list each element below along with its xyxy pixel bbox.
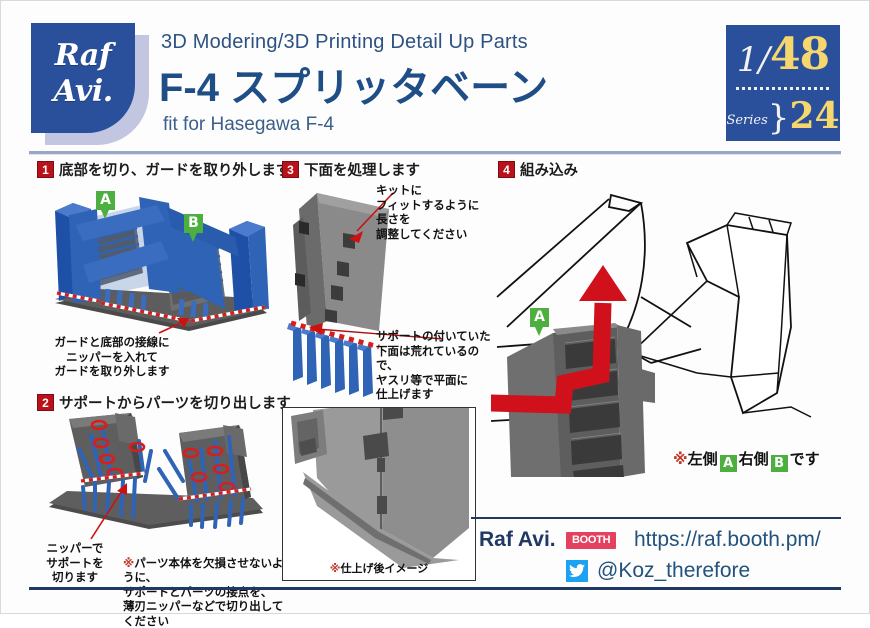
scale-divider bbox=[736, 87, 830, 90]
footer-divider-top bbox=[471, 517, 841, 519]
logo-line-2: Avi. bbox=[53, 74, 113, 109]
finished-image-inset: ※仕上げ後イメージ bbox=[282, 407, 476, 581]
step-2-note: ※パーツ本体を欠損させないように、 サポートとパーツの接点を、 薄刃ニッパーなど… bbox=[123, 541, 291, 628]
step-1-arrow bbox=[158, 318, 189, 334]
series-row: Series}24 bbox=[726, 95, 840, 139]
step-3-render bbox=[287, 192, 443, 397]
step-3-bottom-arrow bbox=[309, 323, 443, 340]
marker-b-step1: B bbox=[184, 214, 203, 242]
page-title: F-4 スプリッタベーン bbox=[159, 66, 549, 110]
inset-caption-text: 仕上げ後イメージ bbox=[340, 562, 429, 575]
step-3-top-arrow bbox=[349, 192, 394, 243]
footer-twitter-handle[interactable]: @Koz_therefore bbox=[597, 559, 751, 582]
step-1-figure bbox=[39, 181, 274, 336]
scale-slash: / bbox=[758, 40, 770, 80]
booth-badge[interactable]: BOOTH bbox=[566, 532, 617, 549]
step-4-number: 4 bbox=[498, 161, 515, 178]
step-3-callout-bottom: サポートの付いていた 下面は荒れているので、 ヤスリ等で平面に 仕上げます bbox=[376, 329, 491, 401]
step-4-note-star: ※ bbox=[673, 449, 688, 468]
step-4-heading: 4 組み込み bbox=[498, 159, 578, 180]
inset-caption-star: ※ bbox=[329, 562, 341, 575]
step-1-title: 底部を切り、ガードを取り外します bbox=[59, 163, 291, 179]
step-4-title: 組み込み bbox=[520, 163, 578, 179]
step-1-render bbox=[55, 197, 269, 334]
step-2-caption: ニッパーで サポートを 切ります bbox=[46, 541, 104, 584]
step-3-number: 3 bbox=[282, 161, 299, 178]
booth-badge-label: BOOTH bbox=[572, 534, 611, 546]
footer-divider-bottom bbox=[29, 587, 841, 590]
chip-b: B bbox=[770, 454, 788, 472]
twitter-bird-glyph bbox=[569, 564, 585, 577]
step-3-heading: 3 下面を処理します bbox=[282, 159, 420, 180]
step-2-figure bbox=[39, 411, 277, 541]
step-1-heading: 1 底部を切り、ガードを取り外します bbox=[37, 159, 290, 180]
step-2-heading: 2 サポートからパーツを切り出します bbox=[37, 392, 291, 413]
series-number: 24 bbox=[789, 95, 840, 137]
scale-numerator: 1 bbox=[736, 40, 759, 80]
footer-url[interactable]: https://raf.booth.pm/ bbox=[634, 528, 821, 551]
series-brace: } bbox=[767, 98, 790, 138]
step-1-caption: ガードと底部の接線に ニッパーを入れて ガードを取り外します bbox=[54, 335, 170, 378]
finished-render bbox=[283, 408, 475, 580]
footer-brand: Raf Avi. bbox=[479, 528, 556, 551]
step-4-render bbox=[491, 193, 812, 477]
scale-ratio: 1/48 bbox=[726, 29, 840, 87]
raf-avi-logo: Raf Avi. bbox=[31, 23, 149, 145]
step-2-render bbox=[49, 413, 263, 540]
chip-a: A bbox=[719, 454, 737, 472]
inset-caption: ※仕上げ後イメージ bbox=[283, 560, 475, 576]
step-1-number: 1 bbox=[37, 161, 54, 178]
header-subtitle: fit for Hasegawa F-4 bbox=[163, 114, 335, 135]
sheet-header: Raf Avi. 3D Modering/3D Printing Detail … bbox=[1, 1, 870, 155]
step-3-title: 下面を処理します bbox=[304, 163, 420, 179]
twitter-bird-icon[interactable] bbox=[566, 560, 588, 582]
scale-denominator: 48 bbox=[769, 29, 830, 80]
header-supertitle: 3D Modering/3D Printing Detail Up Parts bbox=[161, 31, 528, 53]
step-4-note-mid: 右側 bbox=[738, 449, 769, 468]
header-divider-light bbox=[29, 154, 841, 155]
logo-plate bbox=[31, 23, 135, 133]
insert-arrow bbox=[491, 265, 627, 414]
header-divider bbox=[29, 151, 841, 154]
step-2-number: 2 bbox=[37, 394, 54, 411]
step-4-figure bbox=[491, 177, 851, 477]
step-4-note-left: 左側 bbox=[687, 449, 718, 468]
series-label: Series bbox=[726, 113, 768, 128]
marker-a-step1: A bbox=[96, 191, 115, 219]
step-2-arrow bbox=[90, 483, 127, 540]
step-2-note-text: パーツ本体を欠損させないように、 サポートとパーツの接点を、 薄刃ニッパーなどで… bbox=[123, 555, 284, 628]
logo-line-1: Raf bbox=[54, 38, 112, 73]
step-3-callout-top: キットに フィットするように 長さを 調整してください bbox=[376, 183, 480, 241]
scale-badge: 1/48 Series}24 bbox=[726, 25, 840, 141]
marker-a-step4: A bbox=[530, 308, 549, 336]
step-4-note-right: です bbox=[789, 449, 820, 468]
step-2-note-star: ※ bbox=[123, 555, 135, 570]
step-3-figure bbox=[283, 181, 443, 399]
logo-wordmark: Raf Avi. bbox=[31, 23, 135, 133]
step-2-title: サポートからパーツを切り出します bbox=[59, 396, 291, 412]
